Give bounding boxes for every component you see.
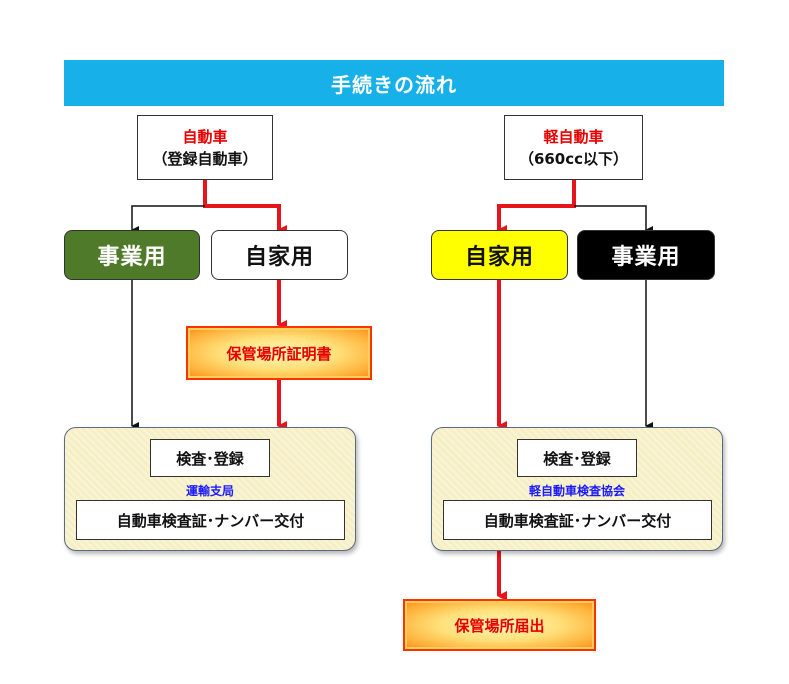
right-private-label: 自家用 bbox=[464, 245, 534, 270]
left-source-subtitle: （登録自動車） bbox=[152, 149, 258, 168]
right-source-box: 軽自動車 （660cc以下） bbox=[504, 115, 643, 180]
arrow-right-to-private bbox=[497, 180, 576, 235]
left-private-box: 自家用 bbox=[211, 230, 348, 280]
right-issuance-label: 自動車検査証･ナンバー交付 bbox=[483, 511, 672, 530]
left-inspection-label: 検査･登録 bbox=[176, 449, 244, 468]
left-inspection-box: 検査･登録 bbox=[150, 439, 270, 477]
left-certificate-box: 保管場所証明書 bbox=[186, 326, 372, 380]
right-inspection-label: 検査･登録 bbox=[543, 449, 611, 468]
left-private-label: 自家用 bbox=[244, 245, 314, 270]
right-issuance-box: 自動車検査証･ナンバー交付 bbox=[443, 500, 712, 540]
arrow-left-to-commercial bbox=[131, 205, 205, 234]
right-notification-box: 保管場所届出 bbox=[403, 599, 596, 651]
right-commercial-label: 事業用 bbox=[611, 245, 681, 270]
right-notification-label: 保管場所届出 bbox=[454, 616, 545, 635]
right-commercial-box: 事業用 bbox=[577, 230, 715, 280]
left-source-box: 自動車 （登録自動車） bbox=[137, 115, 273, 180]
page-title: 手続きの流れ bbox=[64, 60, 724, 106]
left-certificate-label: 保管場所証明書 bbox=[226, 344, 332, 363]
left-source-title: 自動車 bbox=[182, 127, 228, 146]
left-organization-label: 運輸支局 bbox=[185, 484, 234, 498]
arrow-left-to-private bbox=[203, 180, 287, 235]
left-issuance-label: 自動車検査証･ナンバー交付 bbox=[116, 511, 305, 530]
left-commercial-box: 事業用 bbox=[64, 230, 200, 280]
left-commercial-label: 事業用 bbox=[97, 245, 167, 270]
arrow-right-to-commercial bbox=[574, 205, 653, 234]
right-source-title: 軽自動車 bbox=[543, 127, 604, 146]
left-issuance-box: 自動車検査証･ナンバー交付 bbox=[76, 500, 345, 540]
right-inspection-box: 検査･登録 bbox=[517, 439, 637, 477]
right-source-subtitle: （660cc以下） bbox=[518, 149, 629, 168]
right-organization-label: 軽自動車検査協会 bbox=[528, 484, 625, 498]
right-private-box: 自家用 bbox=[431, 230, 568, 280]
